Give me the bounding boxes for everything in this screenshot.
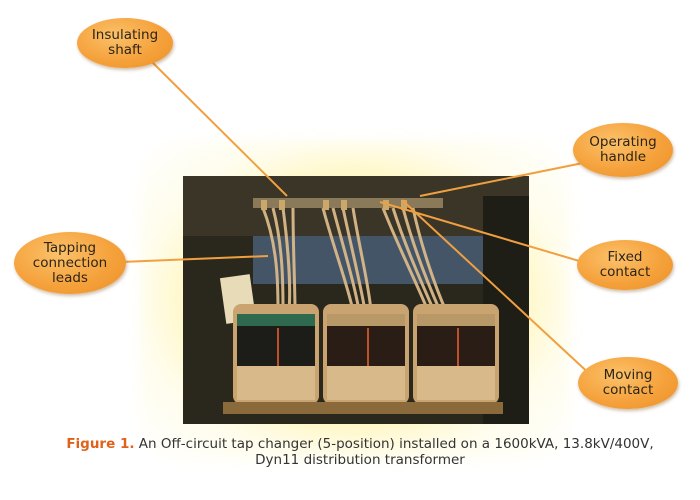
callout-operating-handle: Operating handle [573, 123, 673, 177]
callout-operating-handle-label: Operating handle [589, 134, 657, 165]
callout-insulating-shaft-label: Insulating shaft [91, 27, 159, 58]
figure-label: Figure 1. [66, 436, 135, 452]
callout-moving-contact: Moving contact [578, 357, 678, 409]
callout-tapping-leads: Tapping connection leads [14, 232, 126, 294]
figure-caption: Figure 1. An Off-circuit tap changer (5-… [60, 436, 660, 468]
figure-caption-text: An Off-circuit tap changer (5-position) … [138, 436, 654, 468]
callout-moving-contact-label: Moving contact [602, 367, 654, 398]
callout-insulating-shaft: Insulating shaft [77, 18, 173, 68]
callout-fixed-contact-label: Fixed contact [599, 249, 651, 280]
callout-fixed-contact: Fixed contact [577, 240, 673, 290]
callout-tapping-leads-label: Tapping connection leads [32, 239, 108, 286]
